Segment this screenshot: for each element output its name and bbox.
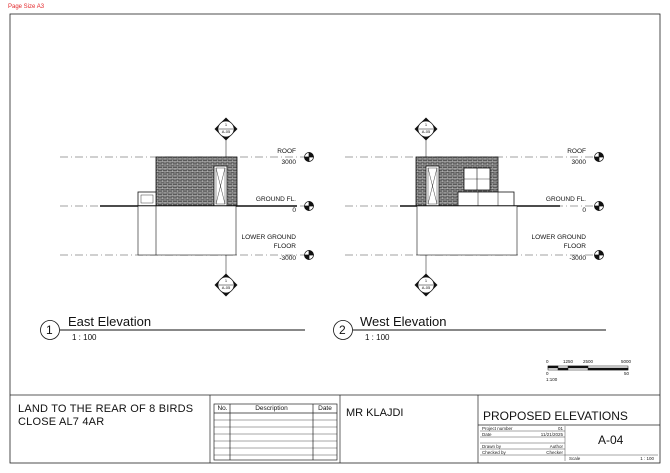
west-low-wall [457, 191, 515, 207]
level-name-ground-west: GROUND FL. [545, 196, 586, 203]
east-low-wall [137, 191, 157, 207]
view-number-1: 1 [46, 323, 53, 337]
field-value-date: 11/21/2025 [540, 432, 563, 437]
level-name-ground-east: GROUND FL. [255, 196, 296, 203]
field-label-drawn-by: Drawn by [482, 444, 502, 449]
west-lower-ground [416, 205, 518, 256]
section-num-east-top: 1 [224, 122, 228, 127]
scalebar-label-0: 0 [546, 359, 549, 364]
site-address-line-2: CLOSE AL7 4AR [18, 416, 105, 428]
scalebar-bottom-0: 0 [546, 371, 549, 376]
sheet-border [9, 13, 661, 464]
field-label-checked-by: Checked by [482, 450, 506, 455]
level-value-lower-west: -3000 [569, 255, 586, 262]
field-value-checked-by: Checker [546, 450, 563, 455]
scalebar-bottom-50: 50 [624, 371, 630, 376]
sheet-number: A-04 [598, 433, 624, 447]
sheet-title: PROPOSED ELEVATIONS [483, 409, 628, 423]
view-scale-east: 1 : 100 [72, 333, 97, 342]
field-label-project-number: Project number [482, 426, 513, 431]
revision-header-no: No. [217, 405, 228, 412]
level-value-ground-west: 0 [582, 207, 586, 214]
level-value-lower-east: -3000 [279, 255, 296, 262]
site-address-line-1: LAND TO THE REAR OF 8 BIRDS [18, 403, 194, 415]
level-name-lower-east-1: LOWER GROUND [241, 234, 296, 241]
west-elevation-drawing [345, 135, 595, 282]
title-block-grid [209, 395, 660, 463]
level-name-roof-west: ROOF [567, 148, 586, 155]
view-scale-west: 1 : 100 [365, 333, 390, 342]
field-label-date: Date [482, 432, 492, 437]
scalebar-ratio: 1:100 [546, 377, 558, 382]
section-num-west-bottom: 1 [424, 278, 428, 283]
level-name-lower-east-2: FLOOR [273, 243, 296, 250]
section-sheet-west-bottom: A-05 [421, 285, 431, 290]
east-lower-ground [137, 205, 237, 256]
section-marks [214, 117, 438, 297]
view-title-west: West Elevation [360, 314, 447, 329]
level-value-roof-west: 3000 [571, 159, 586, 166]
page-size-label: Page Size A3 [8, 4, 45, 10]
section-sheet-east-bottom: A-05 [221, 285, 231, 290]
section-sheet-east-top: A-05 [221, 129, 231, 134]
scale-label: Scale [569, 456, 581, 461]
scalebar-label-5000: 5000 [621, 359, 632, 364]
client-name: MR KLAJDI [346, 407, 404, 419]
level-value-ground-east: 0 [292, 207, 296, 214]
section-sheet-west-top: A-05 [421, 129, 431, 134]
field-value-project-number: 01 [557, 426, 563, 431]
level-name-lower-west-1: LOWER GROUND [531, 234, 586, 241]
level-name-lower-west-2: FLOOR [563, 243, 586, 250]
level-name-roof-east: ROOF [277, 148, 296, 155]
view-number-2: 2 [339, 323, 346, 337]
scalebar-label-2500: 2500 [583, 359, 594, 364]
scalebar-label-1250: 1250 [563, 359, 574, 364]
level-markers [304, 152, 604, 260]
revision-header-date: Date [318, 405, 332, 412]
east-elevation-drawing [60, 135, 305, 282]
revision-header-description: Description [255, 405, 288, 412]
section-num-west-top: 1 [424, 122, 428, 127]
view-title-east: East Elevation [68, 314, 152, 329]
scale-value: 1 : 100 [640, 456, 654, 461]
field-value-drawn-by: Author [549, 444, 563, 449]
scale-bar [547, 365, 629, 371]
level-value-roof-east: 3000 [281, 159, 296, 166]
view-title-graphics [40, 320, 606, 340]
section-num-east-bottom: 1 [224, 278, 228, 283]
